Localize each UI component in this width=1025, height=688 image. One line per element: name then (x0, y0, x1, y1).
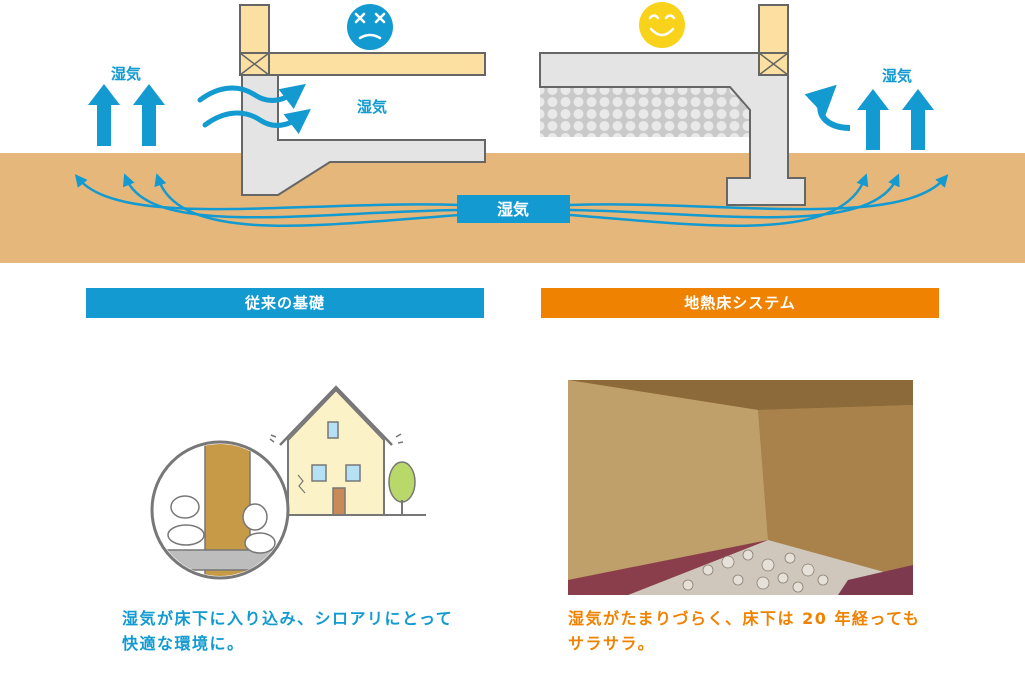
moisture-up-arrows-right (804, 84, 934, 150)
smile-face-icon (639, 2, 685, 48)
moisture-label-left: 湿気 (111, 65, 141, 83)
sad-face-icon (347, 4, 393, 50)
moisture-up-arrows-left (88, 84, 165, 146)
foundation-diagram: 湿気 湿気 湿気 湿気 (0, 2, 1025, 263)
termite-house-illustration (150, 385, 426, 580)
ground-moisture-label-box (457, 195, 570, 223)
caption-conventional: 湿気が床下に入り込み、シロアリにとって快適な環境に。 (122, 609, 454, 653)
section-title-geothermal: 地熱床システム (541, 288, 939, 318)
dry-crawlspace-photo (568, 380, 913, 595)
section-title-conventional: 従来の基礎 (86, 288, 484, 318)
ground-moisture-label: 湿気 (496, 200, 529, 219)
magnified-termites (150, 440, 290, 580)
moisture-label-inner: 湿気 (357, 98, 387, 116)
moisture-inflow-arrows (197, 83, 311, 135)
house-illustration (269, 385, 426, 516)
geothermal-foundation (539, 4, 806, 206)
caption-geothermal: 湿気がたまりづらく、床下は 20 年経ってもサラサラ。 (568, 609, 921, 653)
moisture-label-right: 湿気 (882, 67, 912, 85)
conventional-foundation (239, 4, 486, 196)
ground-moisture-flow (74, 173, 949, 227)
